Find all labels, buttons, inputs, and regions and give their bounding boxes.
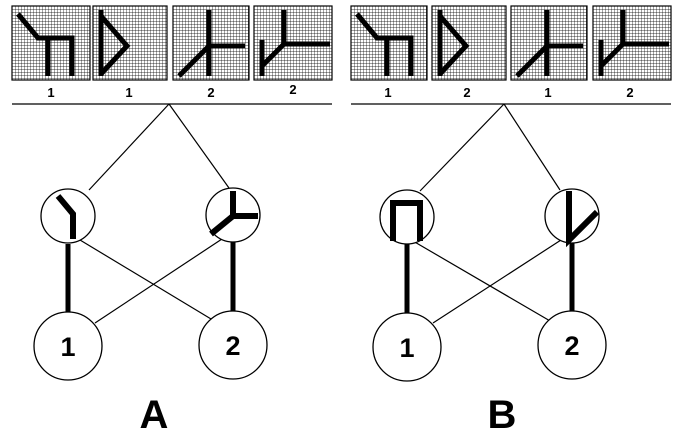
output-unit-a-2: 2	[198, 310, 268, 380]
hidden-unit-b-2	[544, 188, 600, 248]
output-unit-b-1: 1	[372, 312, 442, 382]
weak-link-a-1	[79, 239, 222, 326]
hidden-unit-a-1	[40, 188, 96, 244]
output-unit-b-2: 2	[537, 310, 607, 380]
y-junction-icon	[209, 191, 258, 237]
weak-link-b-1	[412, 240, 558, 326]
tile-label-b-2: 2	[463, 85, 470, 100]
output-label-b-2: 2	[564, 331, 579, 361]
panel-b: 1 2 1 2 1 2 B	[350, 5, 672, 433]
hidden-unit-b-1	[379, 189, 435, 245]
link-input-hidden-a-2	[168, 103, 230, 189]
output-label-a-1: 1	[60, 332, 75, 362]
hidden-unit-a-2	[205, 187, 261, 243]
slash-hook-icon	[55, 194, 76, 239]
link-input-hidden-b-1	[419, 103, 505, 192]
weak-link-b-2	[432, 239, 562, 324]
output-unit-a-1: 1	[33, 311, 103, 381]
tile-label-a-2: 1	[125, 85, 132, 100]
panel-label-b: B	[488, 393, 517, 433]
tile-label-b-4: 2	[626, 85, 633, 100]
tile-label-a-1: 1	[47, 85, 54, 100]
tile-b-4	[592, 5, 672, 81]
tile-b-2	[431, 5, 507, 81]
tile-a-2	[92, 5, 168, 81]
tile-b-1	[350, 5, 428, 81]
tile-a-3	[172, 5, 250, 81]
tile-label-a-3: 2	[207, 85, 214, 100]
tile-label-b-1: 1	[384, 85, 391, 100]
tile-a-4	[253, 5, 333, 81]
weak-link-a-2	[94, 236, 226, 324]
link-input-hidden-b-2	[503, 103, 561, 191]
tile-row-a: 1 1 2 2	[11, 5, 333, 100]
link-input-hidden-a-1	[88, 103, 170, 191]
tile-row-b: 1 2 1 2	[350, 5, 672, 100]
tile-b-3	[510, 5, 588, 81]
v-check-icon	[566, 191, 600, 248]
tile-a-1	[11, 5, 91, 81]
output-label-b-1: 1	[399, 333, 414, 363]
bracket-icon	[390, 200, 423, 241]
panel-a: 1 1 2 2 1 2 A	[11, 5, 333, 433]
tile-label-b-3: 1	[544, 85, 551, 100]
tile-label-a-4: 2	[289, 82, 296, 97]
output-label-a-2: 2	[225, 331, 240, 361]
panel-label-a: A	[140, 393, 169, 433]
